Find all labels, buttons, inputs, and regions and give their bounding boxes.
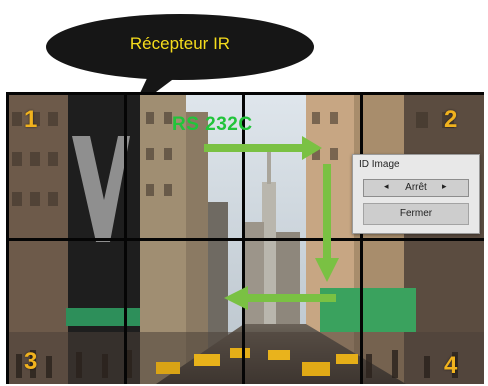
monitor-number-2: 2	[444, 106, 458, 133]
arrow-left	[224, 286, 336, 310]
id-image-value: Arrêt	[405, 182, 427, 193]
arrow-down	[315, 164, 339, 282]
video-wall: 1 2 3 4	[6, 92, 484, 384]
monitor-number-4: 4	[444, 352, 458, 379]
callout-bubble	[46, 14, 314, 80]
id-image-selector[interactable]: ◂ Arrêt ▸	[363, 179, 469, 197]
monitor-number-3: 3	[24, 348, 38, 375]
right-arrow-icon[interactable]: ▸	[442, 181, 447, 191]
rs232c-flow-arrows	[204, 136, 339, 310]
bezel-horizontal-top	[6, 92, 484, 95]
bezel-horizontal-middle	[6, 238, 484, 241]
close-button[interactable]: Fermer	[363, 203, 469, 225]
dialog-title: ID Image	[359, 159, 400, 170]
arrow-right	[204, 136, 322, 160]
rs232c-label: RS 232C	[172, 114, 253, 135]
ir-receiver-callout: Récepteur IR	[40, 12, 340, 110]
left-arrow-icon[interactable]: ◂	[384, 181, 389, 191]
callout-label: Récepteur IR	[129, 34, 231, 53]
id-image-dialog: ID Image ◂ Arrêt ▸ Fermer	[352, 154, 480, 234]
monitor-number-1: 1	[24, 106, 38, 133]
